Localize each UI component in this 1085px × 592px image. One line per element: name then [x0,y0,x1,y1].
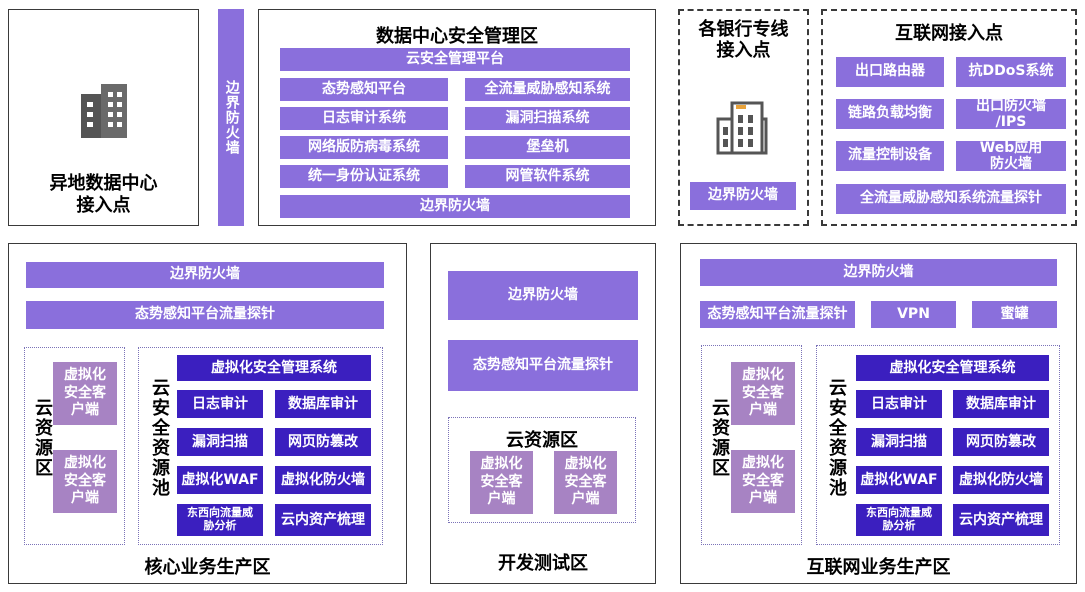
dc-item-antivirus: 网络版防病毒系统 [280,136,448,159]
dc-item-situational-awareness: 态势感知平台 [280,78,448,101]
building-icon [81,84,127,138]
inet-prod-security-pool [816,345,1060,545]
core-asset-sort: 云内资产梳理 [275,504,371,536]
inet-prod-vuln-scan: 漏洞扫描 [856,428,942,456]
core-ew-threat: 东西向流量威胁分析 [177,504,263,536]
core-virt-waf: 虚拟化WAF [177,466,263,494]
inet-prod-pool-title: 云安全资源池 [826,378,847,498]
inet-prod-asset-sort: 云内资产梳理 [953,504,1049,536]
core-client-2: 虚拟化安全客户端 [53,450,117,513]
inet-prod-vpn: VPN [871,301,956,328]
dev-probe: 态势感知平台流量探针 [448,340,638,391]
dc-security-title: 数据中心安全管理区 [376,26,538,47]
inet-flow-control: 流量控制设备 [836,141,944,171]
dev-cloud-zone [448,417,636,523]
dev-cloud-zone-title: 云资源区 [506,430,578,451]
inet-prod-virt-mgmt: 虚拟化安全管理系统 [856,355,1049,381]
dev-client-1: 虚拟化安全客户端 [470,451,533,514]
dc-item-vuln-scan: 漏洞扫描系统 [465,107,630,130]
inet-link-lb: 链路负载均衡 [836,99,944,129]
inet-prod-virt-fw: 虚拟化防火墙 [953,466,1049,494]
dev-label: 开发测试区 [498,553,588,574]
core-log-audit: 日志审计 [177,390,263,418]
core-virt-mgmt: 虚拟化安全管理系统 [177,355,371,381]
dc-item-identity-auth: 统一身份认证系统 [280,165,448,188]
dc-item-bastion: 堡垒机 [465,136,630,159]
internet-title: 互联网接入点 [895,23,1003,44]
remote-dc-panel: 异地数据中心 接入点 [8,9,199,226]
cloud-security-platform: 云安全管理平台 [280,48,630,71]
inet-prod-cloud-zone [701,345,802,545]
inet-prod-cloud-zone-title: 云资源区 [709,398,730,478]
core-label: 核心业务生产区 [144,557,271,578]
dev-border-firewall: 边界防火墙 [448,271,638,320]
vertical-border-firewall: 边界防火墙 [218,9,244,226]
inet-prod-web-tamper: 网页防篡改 [953,428,1049,456]
bank-title: 各银行专线 接入点 [698,19,789,61]
inet-prod-client-1: 虚拟化安全客户端 [731,362,795,425]
core-vuln-scan: 漏洞扫描 [177,428,263,456]
dc-item-log-audit: 日志审计系统 [280,107,448,130]
core-probe: 态势感知平台流量探针 [26,301,384,329]
dev-client-2: 虚拟化安全客户端 [554,451,617,514]
inet-prod-ew-threat: 东西向流量威胁分析 [856,504,942,536]
dc-border-firewall: 边界防火墙 [280,195,630,218]
inet-prod-virt-waf: 虚拟化WAF [856,466,942,494]
core-web-tamper: 网页防篡改 [275,428,371,456]
core-client-1: 虚拟化安全客户端 [53,362,117,425]
inet-waf: Web应用防火墙 [956,140,1066,172]
inet-prod-border-firewall: 边界防火墙 [700,259,1057,286]
inet-prod-honeypot: 蜜罐 [972,301,1057,328]
inet-prod-db-audit: 数据库审计 [953,390,1049,418]
inet-prod-probe: 态势感知平台流量探针 [700,301,855,328]
core-border-firewall: 边界防火墙 [26,262,384,288]
core-cloud-zone-title: 云资源区 [32,398,53,478]
core-db-audit: 数据库审计 [275,390,371,418]
inet-prod-label: 互联网业务生产区 [806,557,951,578]
inet-prod-client-2: 虚拟化安全客户端 [731,450,795,513]
core-virt-fw: 虚拟化防火墙 [275,466,371,494]
inet-prod-log-audit: 日志审计 [856,390,942,418]
inet-anti-ddos: 抗DDoS系统 [956,57,1066,87]
dc-item-netmgmt: 网管软件系统 [465,165,630,188]
inet-traffic-probe: 全流量威胁感知系统流量探针 [836,184,1066,214]
inet-exit-fw-ips: 出口防火墙/IPS [956,98,1066,130]
bank-border-firewall: 边界防火墙 [690,182,796,210]
core-pool-title: 云安全资源池 [149,378,170,498]
remote-dc-title: 异地数据中心 接入点 [49,173,158,216]
office-building-icon [716,101,768,155]
dc-item-traffic-threat: 全流量威胁感知系统 [465,78,630,101]
inet-exit-router: 出口路由器 [836,57,944,87]
core-cloud-zone [24,347,125,545]
core-security-pool [138,347,383,545]
